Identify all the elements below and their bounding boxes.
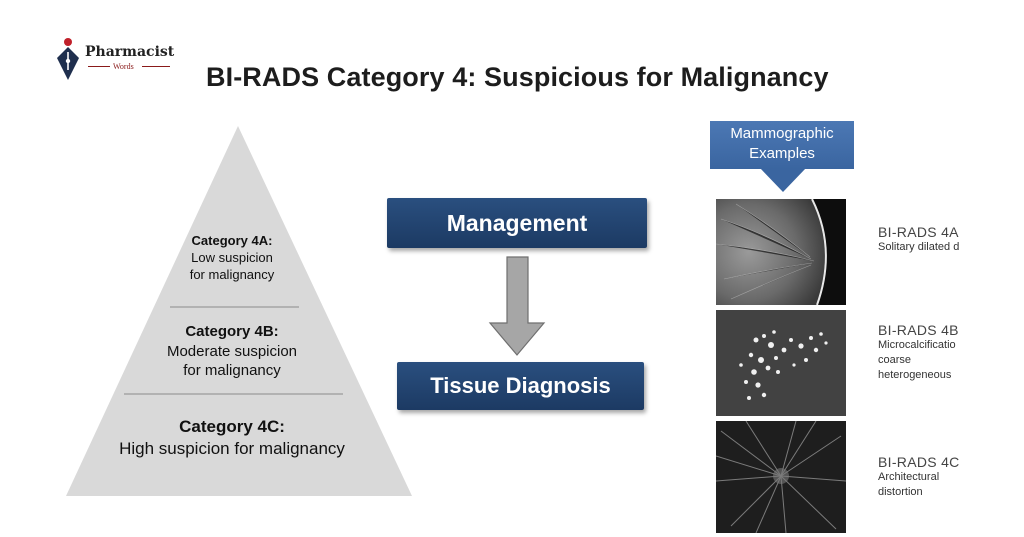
example-desc: Solitary dilated d <box>878 241 960 253</box>
tier-heading: Category 4B: <box>185 323 279 340</box>
logo-subtitle: Words <box>113 62 134 71</box>
management-box: Management <box>387 198 647 248</box>
pyramid-shape <box>66 126 412 496</box>
example-desc: coarse <box>878 353 912 366</box>
mammogram-image-4c <box>716 421 846 533</box>
example-desc: heterogeneous <box>878 368 952 381</box>
page-title: BI-RADS Category 4: Suspicious for Malig… <box>206 62 829 92</box>
mammogram-image-4b <box>716 310 846 416</box>
callout-line2: Examples <box>749 145 815 162</box>
callout-arrow-icon <box>760 168 806 192</box>
tier-line2: for malignancy <box>189 266 275 282</box>
logo-name: Pharmacist <box>85 44 175 60</box>
callout-line1: Mammographic <box>730 125 834 142</box>
example-label-4a: BI-RADS 4A Solitary dilated d <box>878 224 1024 255</box>
logo-rule-right <box>142 66 170 67</box>
tier-heading: Category 4A: <box>191 233 273 248</box>
logo: Pharmacist Words <box>52 36 182 86</box>
pyramid-tier-4a: Category 4A: Low suspicion for malignanc… <box>150 233 314 284</box>
pyramid-tier-4b: Category 4B: Moderate suspicion for mali… <box>140 322 324 381</box>
pen-nib-icon <box>57 38 79 80</box>
logo-rule-left <box>88 66 110 67</box>
example-heading: BI-RADS 4A <box>878 224 959 240</box>
example-heading: BI-RADS 4C <box>878 454 960 470</box>
tissue-diagnosis-box: Tissue Diagnosis <box>397 362 644 410</box>
mammogram-image-4a <box>716 199 846 305</box>
pyramid-tier-4c: Category 4C: High suspicion for malignan… <box>90 416 374 460</box>
mammographic-examples-callout: Mammographic Examples <box>710 121 854 169</box>
example-desc: distortion <box>878 485 923 498</box>
tier-line2: for malignancy <box>183 362 281 379</box>
example-desc: Microcalcificatio <box>878 339 956 351</box>
down-arrow-icon <box>488 256 546 356</box>
tier-heading: Category 4C: <box>179 417 285 436</box>
example-label-4b: BI-RADS 4B Microcalcificatio coarse hete… <box>878 322 1024 383</box>
tier-line1: Low suspicion <box>191 249 273 265</box>
tier-line1: High suspicion for malignancy <box>119 439 345 459</box>
example-heading: BI-RADS 4B <box>878 322 959 338</box>
example-desc: Architectural <box>878 471 940 483</box>
tier-line1: Moderate suspicion <box>166 342 298 360</box>
example-label-4c: BI-RADS 4C Architectural distortion <box>878 454 1024 500</box>
